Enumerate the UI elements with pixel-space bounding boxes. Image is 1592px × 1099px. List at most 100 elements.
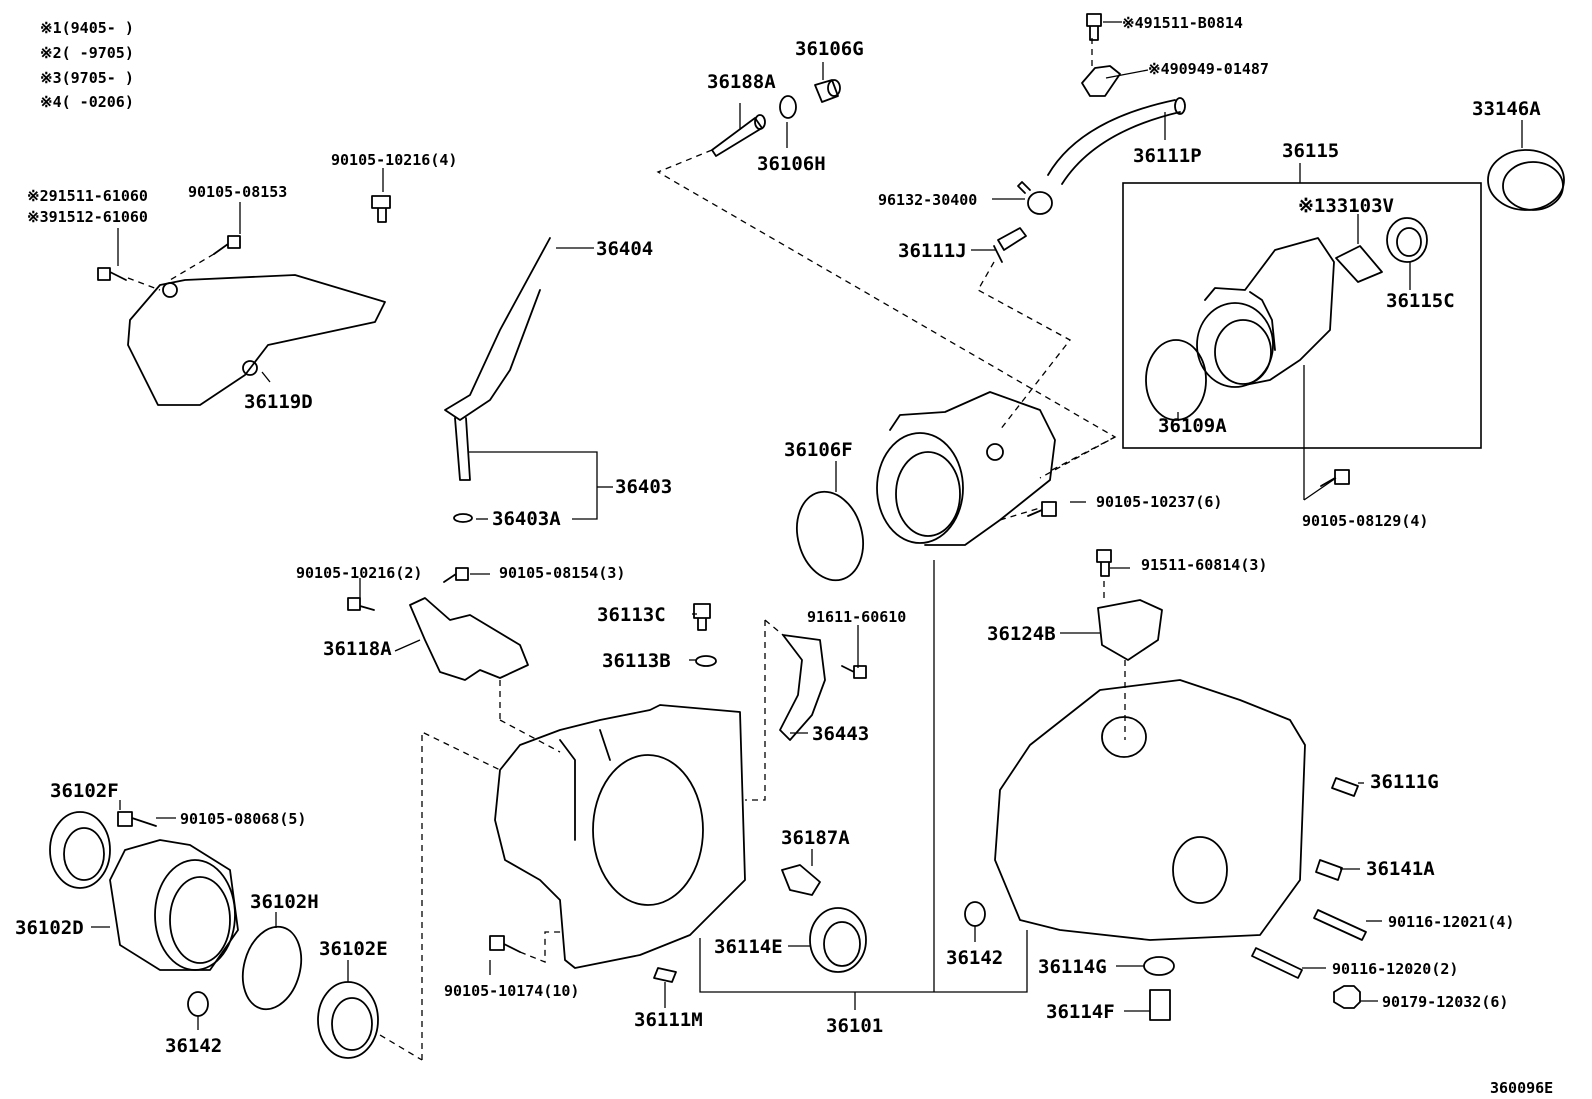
label-36188A: 36188A <box>707 71 776 93</box>
oring-36102H-shape <box>241 925 303 1011</box>
pin-36111G-shape <box>1331 777 1359 797</box>
label-36141A: 36141A <box>1366 858 1435 880</box>
label-90105-08153: 90105-08153 <box>188 183 287 201</box>
label-36119D: 36119D <box>244 391 313 413</box>
seal-36102F-shape <box>49 811 111 889</box>
label-90116-12020: 90116-12020(2) <box>1332 960 1458 978</box>
oil-seal-33146A-shape <box>1487 149 1565 211</box>
label-36102E: 36102E <box>319 938 388 960</box>
label-36113B: 36113B <box>602 650 671 672</box>
label-36403A: 36403A <box>492 508 561 530</box>
label-90116-12021: 90116-12021(4) <box>1388 913 1514 931</box>
label-36142: 36142 <box>946 947 1003 969</box>
oring-36106H-shape <box>779 95 797 119</box>
shift-rod-36404-shape <box>444 237 551 421</box>
label-36124B: 36124B <box>987 623 1056 645</box>
plug-36114G-shape <box>1143 956 1175 976</box>
label-90105-10216-4: 90105-10216(4) <box>331 151 457 169</box>
label-90105-10216-2: 90105-10216(2) <box>296 564 422 582</box>
label-36109A: 36109A <box>1158 415 1227 437</box>
part-labels: 36106G 36188A 36106H ※491511-B0814 ※4909… <box>15 14 1553 1097</box>
label-36115C: 36115C <box>1386 290 1455 312</box>
label-36142-left: 36142 <box>165 1035 222 1057</box>
bushing-33103V-shape <box>1335 245 1383 283</box>
oring-36109A-shape <box>1145 339 1207 421</box>
label-36102D: 36102D <box>15 917 84 939</box>
seal-36102E-shape <box>317 981 379 1059</box>
label-36114F: 36114F <box>1046 1001 1115 1023</box>
plug-36142-left-shape <box>187 991 209 1017</box>
bolt-90105-10237-shape <box>1027 501 1057 517</box>
label-96132-30400: 96132-30400 <box>878 191 977 209</box>
seal-36115C-shape <box>1386 217 1428 263</box>
label-36111M: 36111M <box>634 1009 703 1031</box>
hose-36111P-shape <box>1047 99 1181 185</box>
bolt-90105-10174-shape <box>489 935 521 953</box>
bolt-291511-shape <box>97 267 127 281</box>
gasket-36113B-shape <box>695 655 717 667</box>
oring-36403A-shape <box>453 513 473 523</box>
plug-36114F-shape <box>1149 989 1171 1021</box>
label-91611-60610: 91611-60610 <box>807 608 906 626</box>
applicability-notes: ※1(9405- ) ※2( -9705) ※3(9705- ) ※4( -02… <box>40 19 134 111</box>
label-91511-60814: 91511-60814(3) <box>1141 556 1267 574</box>
note-4: ※4( -0206) <box>40 93 134 111</box>
label-291511-61060: ※291511-61060 <box>27 187 148 205</box>
label-36443: 36443 <box>812 723 869 745</box>
pin-36111M-shape <box>653 967 677 983</box>
label-36101: 36101 <box>826 1015 883 1037</box>
label-36113C: 36113C <box>597 604 666 626</box>
label-36114E: 36114E <box>714 936 783 958</box>
label-36115: 36115 <box>1282 140 1339 162</box>
transfer-case-front-shape <box>494 704 746 969</box>
sensor-36187A-shape <box>781 864 821 896</box>
bolt-90105-08154-shape <box>443 567 469 583</box>
stud-90116-12021-shape <box>1313 909 1367 941</box>
label-36111J: 36111J <box>898 240 967 262</box>
label-90105-08068: 90105-08068(5) <box>180 810 306 828</box>
label-90105-10237: 90105-10237(6) <box>1096 493 1222 511</box>
assembly-box-36115 <box>1122 182 1482 449</box>
plug-36113C-shape <box>693 603 711 631</box>
label-36106F: 36106F <box>784 439 853 461</box>
clip-490949-shape <box>1081 65 1121 97</box>
label-36118A: 36118A <box>323 638 392 660</box>
bolt-90105-10216-2-shape <box>347 597 375 611</box>
note-1: ※1(9405- ) <box>40 19 134 37</box>
leader-lines <box>91 21 1523 1030</box>
pin-36141A-shape <box>1315 859 1343 881</box>
oring-36106F-shape <box>796 490 864 582</box>
note-3: ※3(9705- ) <box>40 69 134 87</box>
bolt-90105-10216-4-shape <box>371 195 391 223</box>
label-90105-10174: 90105-10174(10) <box>444 982 579 1000</box>
stud-90116-12020-shape <box>1251 947 1303 979</box>
label-33103V: ※133103V <box>1298 195 1394 217</box>
plug-36106G-shape <box>814 79 841 103</box>
label-391512-61060: ※391512-61060 <box>27 208 148 226</box>
bracket-hole-shape <box>242 360 258 376</box>
clamp-96132-shape <box>1017 181 1053 215</box>
bracket-hole-shape <box>162 282 178 298</box>
label-36111P: 36111P <box>1133 145 1202 167</box>
hose-end-shape <box>1174 97 1186 115</box>
transfer-case-rear-shape <box>994 679 1306 941</box>
fitting-36111J-shape <box>993 227 1027 263</box>
bolt-91511-60814-shape <box>1096 549 1112 577</box>
speedometer-sleeve-shape <box>711 114 766 157</box>
bolt-90105-08068-shape <box>117 811 157 827</box>
label-90105-08154: 90105-08154(3) <box>499 564 625 582</box>
cover-36124B-shape <box>1097 599 1163 661</box>
bolt-491511-shape <box>1086 13 1102 41</box>
label-491511-B0814: ※491511-B0814 <box>1122 14 1243 32</box>
assembly-dashed-lines <box>127 38 1126 1061</box>
label-36102H: 36102H <box>250 891 319 913</box>
label-36404: 36404 <box>596 238 653 260</box>
label-36187A: 36187A <box>781 827 850 849</box>
transfer-case-adapter-shape <box>876 391 1056 546</box>
nut-90179-shape <box>1333 985 1361 1009</box>
label-90179-12032: 90179-12032(6) <box>1382 993 1508 1011</box>
label-36111G: 36111G <box>1370 771 1439 793</box>
label-90105-08129: 90105-08129(4) <box>1302 512 1428 530</box>
